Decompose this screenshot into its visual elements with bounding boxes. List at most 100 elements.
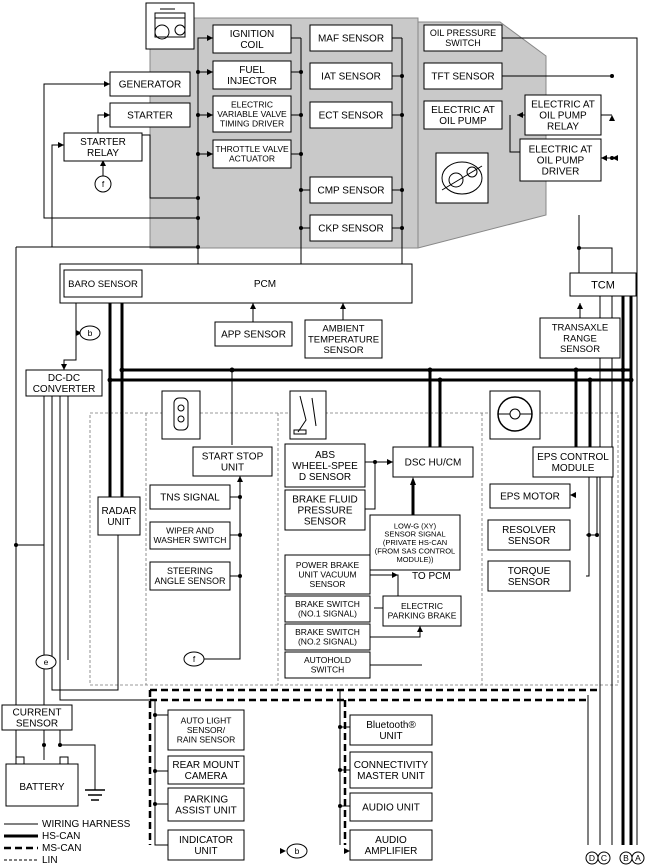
transmission-illustration — [435, 152, 489, 204]
rear-mount-camera-label: REAR MOUNT — [172, 760, 239, 771]
module-enclosure — [89, 412, 619, 686]
to-pcm-label: TO PCM — [412, 571, 451, 582]
cmp-sensor-box: CMP SENSOR — [309, 176, 393, 204]
audio-unit-label: AUDIO UNIT — [362, 803, 420, 814]
throttle-actuator-label: ACTUATOR — [229, 154, 275, 164]
hs-can-bus — [108, 296, 633, 845]
electric-at-oil-pump-label: OIL PUMP — [439, 116, 487, 127]
connector-c: C — [597, 851, 611, 865]
legend-lin: LIN — [42, 855, 58, 866]
brake-fluid-pressure-sensor-label: SENSOR — [304, 517, 346, 528]
at-pump-relay-label: ELECTRIC AT — [531, 99, 595, 110]
electric-at-oil-pump-label: ELECTRIC AT — [431, 105, 495, 116]
ect-sensor-label: ECT SENSOR — [319, 111, 384, 122]
eps-motor-box: EPS MOTOR — [489, 483, 571, 509]
engine-area — [149, 17, 547, 249]
svg-text:b: b — [88, 328, 93, 338]
eps-motor-label: EPS MOTOR — [500, 492, 560, 503]
baro-sensor-label: BARO SENSOR — [68, 279, 138, 290]
transaxle-range-sensor-label: SENSOR — [560, 344, 600, 355]
app-sensor-label: APP SENSOR — [221, 330, 286, 341]
generator-box: GENERATOR — [109, 71, 191, 97]
electric-parking-brake-label: PARKING BRAKE — [388, 611, 457, 621]
steering-angle-sensor-label: ANGLE SENSOR — [154, 576, 226, 586]
parking-assist-unit-label: PARKING — [184, 794, 228, 805]
audio-unit-box: AUDIO UNIT — [349, 792, 433, 822]
current-sensor-label: CURRENT — [13, 707, 62, 718]
wiper-switch-label: WASHER SWITCH — [154, 535, 227, 545]
low-g-signal-label: MODULE)) — [396, 555, 434, 564]
hs-can-dots — [14, 70, 634, 808]
power-brake-vacuum-sensor-label: POWER BRAKE — [296, 560, 360, 570]
svg-text:b: b — [295, 846, 300, 856]
brake-fluid-pressure-sensor-label: BRAKE FLUID — [292, 494, 358, 505]
eps-control-module-label: MODULE — [552, 463, 595, 474]
torque-sensor-label: TORQUE — [508, 566, 551, 577]
connector-b-bottom: b — [286, 843, 308, 859]
tft-sensor-label: TFT SENSOR — [431, 72, 494, 83]
legend-wiring-harness: WIRING HARNESS — [42, 819, 131, 830]
power-brake-vacuum-sensor-label: SENSOR — [310, 579, 346, 589]
connector-f-bottom: f — [183, 651, 205, 667]
abs-wheel-speed-sensor-label: WHEEL-SPEE — [292, 461, 358, 472]
bluetooth-unit-label: UNIT — [379, 731, 402, 742]
abs-wheel-speed-sensor-label: D SENSOR — [299, 472, 351, 483]
auto-light-sensor-label: AUTO LIGHT — [181, 715, 232, 725]
radar-unit-label: RADAR — [101, 506, 136, 517]
ambient-temp-sensor-label: TEMPERATURE — [308, 334, 379, 345]
starter-label: STARTER — [127, 111, 173, 122]
legend-ms-can: MS-CAN — [42, 843, 81, 854]
bluetooth-unit-box: Bluetooth®UNIT — [349, 714, 433, 746]
svg-text:C: C — [601, 853, 607, 863]
low-g-signal-label: (PRIVATE HS-CAN — [383, 538, 447, 547]
abs-wheel-speed-sensor-label: ABS — [315, 450, 335, 461]
power-brake-vacuum-sensor-label: UNIT VACUUM — [298, 569, 356, 579]
at-pump-driver-label: ELECTRIC AT — [529, 144, 593, 155]
brake-switch-1-box: BRAKE SWITCH(NO.1 SIGNAL) — [284, 595, 371, 623]
torque-sensor-label: SENSOR — [508, 577, 550, 588]
transaxle-range-sensor-label: TRANSAXLE — [552, 323, 609, 334]
battery-symbol: BATTERY — [5, 756, 79, 807]
at-pump-driver-label: DRIVER — [542, 167, 580, 178]
svg-text:A: A — [635, 853, 641, 863]
signal-arrows — [58, 35, 618, 854]
autohold-switch-label: SWITCH — [311, 665, 345, 675]
starter-box: STARTER — [109, 102, 191, 128]
connectivity-master-unit-label: CONNECTIVITY — [354, 760, 429, 771]
at-pump-relay-label: RELAY — [547, 122, 579, 133]
oil-pressure-switch-label: SWITCH — [445, 38, 481, 48]
connector-a: A — [631, 851, 645, 865]
ms-can-bus — [148, 688, 600, 845]
svg-text:B: B — [623, 853, 629, 863]
starter-relay-label: RELAY — [87, 148, 119, 159]
bluetooth-unit-label: Bluetooth® — [366, 720, 416, 731]
autohold-switch-label: AUTOHOLD — [304, 655, 351, 665]
iat-sensor-box: IAT SENSOR — [309, 62, 393, 90]
dsc-hu-cm-label: DSC HU/CM — [405, 458, 462, 469]
tcm-label: TCM — [591, 279, 615, 291]
rear-mount-camera-label: CAMERA — [185, 771, 228, 782]
throttle-actuator-label: THROTTLE VALVE — [215, 144, 289, 154]
connector-e: e — [35, 654, 57, 670]
brake-switch-2-label: BRAKE SWITCH — [295, 627, 360, 637]
ckp-sensor-label: CKP SENSOR — [318, 224, 383, 235]
start-stop-unit-label: START STOP — [202, 451, 264, 462]
auto-light-sensor-label: SENSOR/ — [187, 725, 226, 735]
fuel-injector-label: FUEL — [239, 65, 265, 76]
